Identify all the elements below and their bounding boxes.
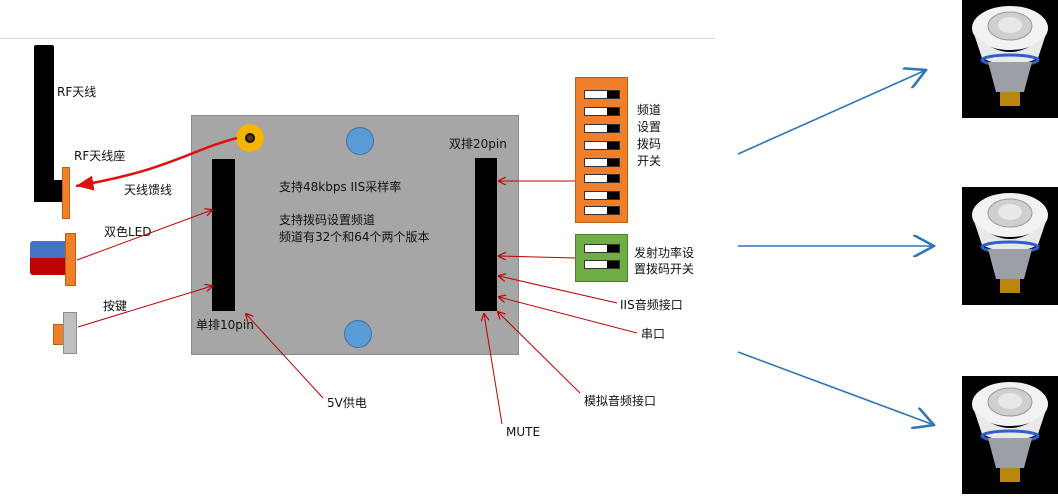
- leader-mute: [484, 314, 503, 425]
- feeder-cable: [75, 136, 238, 191]
- dip-switch-8: [584, 206, 620, 215]
- rf-antenna-mount: [62, 167, 70, 219]
- label-mute: MUTE: [506, 425, 541, 439]
- rf-antenna: [34, 45, 54, 201]
- led-red-half: [30, 258, 70, 275]
- label-button: 按键: [103, 299, 128, 313]
- rf-antenna-base: [34, 180, 66, 202]
- led-cap: [65, 233, 76, 286]
- mount-hole-top: [346, 127, 374, 155]
- dip-switch-2: [584, 107, 620, 116]
- label-power-dip-line1: 发射功率设: [634, 246, 695, 260]
- label-channel-dip-line1: 频道: [637, 103, 662, 117]
- power-dip-2: [584, 260, 620, 269]
- label-channel-dip-line4: 开关: [637, 154, 662, 168]
- dip-switch-7: [584, 191, 620, 200]
- leader-power: [499, 256, 576, 258]
- dip-switch-1: [584, 90, 620, 99]
- mount-hole-bottom: [344, 320, 372, 348]
- label-iis-audio: IIS音频接口: [620, 298, 683, 312]
- antenna-connector-center: [245, 133, 255, 143]
- channel-dip-switch: [575, 77, 628, 223]
- leader-5v: [246, 314, 324, 399]
- led-blue-half: [30, 241, 70, 259]
- label-5v-power: 5V供电: [327, 396, 367, 410]
- label-rf-antenna: RF天线: [57, 85, 97, 99]
- wireless-arrow-1: [737, 70, 926, 155]
- dip-switch-4: [584, 141, 620, 150]
- wireless-arrow-3: [737, 351, 934, 425]
- dip-switch-6: [584, 174, 620, 183]
- label-serial: 串口: [641, 327, 666, 341]
- single-row-header: [212, 159, 235, 311]
- dip-switch-3: [584, 124, 620, 133]
- leader-serial: [499, 297, 638, 334]
- label-power-dip-line2: 置拨码开关: [634, 262, 695, 276]
- label-bicolor-led: 双色LED: [104, 225, 152, 239]
- button-stem: [63, 312, 77, 354]
- label-channel-dip-line2: 设置: [637, 120, 662, 134]
- leader-led: [76, 210, 212, 261]
- feature-channel: 支持拨码设置频道: [279, 213, 376, 227]
- leader-iis: [499, 276, 618, 304]
- power-dip-switch: [575, 234, 628, 282]
- leader-button: [77, 286, 212, 328]
- label-analog-audio: 模拟音频接口: [584, 394, 657, 408]
- leader-analog: [498, 312, 581, 394]
- top-divider: [0, 38, 715, 39]
- feature-iis: 支持48kbps IIS采样率: [279, 180, 402, 194]
- label-double-row: 双排20pin: [449, 137, 507, 151]
- label-rf-antenna-mount: RF天线座: [74, 149, 126, 163]
- feature-versions: 频道有32个和64个两个版本: [279, 230, 430, 244]
- led-bulb-icon: [962, 187, 1058, 305]
- led-bulb-icon: [962, 0, 1058, 118]
- label-antenna-feeder: 天线馈线: [124, 183, 173, 197]
- power-dip-1: [584, 244, 620, 253]
- dip-switch-5: [584, 158, 620, 167]
- label-channel-dip-line3: 拨码: [637, 137, 662, 151]
- led-bulb-icon: [962, 376, 1058, 494]
- double-row-header: [475, 158, 497, 311]
- label-power-dip: 发射功率设 置拨码开关: [634, 245, 694, 277]
- label-channel-dip: 频道 设置 拨码 开关: [637, 102, 661, 170]
- label-single-row: 单排10pin: [196, 318, 254, 332]
